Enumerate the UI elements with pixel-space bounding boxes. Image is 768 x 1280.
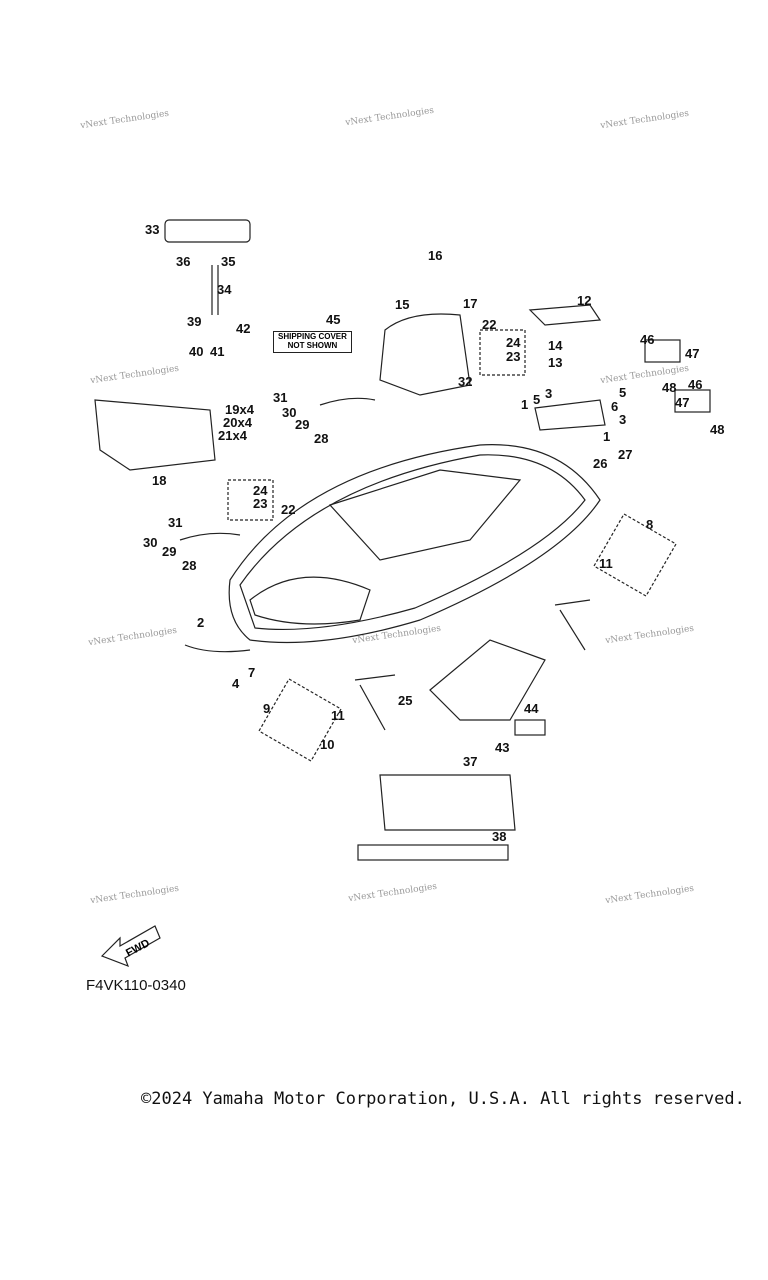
callout[interactable]: 16 <box>428 248 443 263</box>
callout[interactable]: 1 <box>603 429 611 444</box>
callout[interactable]: 5 <box>533 392 541 407</box>
callout[interactable]: 18 <box>152 473 167 488</box>
note-line: SHIPPING COVER <box>278 332 347 341</box>
callout[interactable]: 30 <box>143 535 158 550</box>
callout[interactable]: 14 <box>548 338 563 353</box>
callout[interactable]: 34 <box>217 282 232 297</box>
callout[interactable]: 22 <box>482 317 497 332</box>
callout[interactable]: 4 <box>232 676 240 691</box>
callout[interactable]: 5 <box>619 385 627 400</box>
callout[interactable]: 43 <box>495 740 510 755</box>
callout[interactable]: 44 <box>524 701 539 716</box>
callout[interactable]: 29 <box>162 544 177 559</box>
callout[interactable]: 29 <box>295 417 310 432</box>
callout[interactable]: 31 <box>273 390 288 405</box>
callout[interactable]: 15 <box>395 297 410 312</box>
callout[interactable]: 46 <box>688 377 703 392</box>
note-line: NOT SHOWN <box>287 340 338 350</box>
callout[interactable]: 11 <box>331 708 345 723</box>
copyright: ©2024 Yamaha Motor Corporation, U.S.A. A… <box>141 1089 745 1109</box>
callout[interactable]: 23 <box>506 349 521 364</box>
callout[interactable]: 28 <box>182 558 197 573</box>
callout[interactable]: 30 <box>282 405 297 420</box>
callout[interactable]: 25 <box>398 693 413 708</box>
callout[interactable]: 12 <box>577 293 592 308</box>
callout[interactable]: 11 <box>599 556 613 571</box>
callout[interactable]: 8 <box>646 517 654 532</box>
callout[interactable]: 19x4 <box>225 402 254 417</box>
callout[interactable]: 37 <box>463 754 478 769</box>
callout[interactable]: 23 <box>253 496 268 511</box>
callout[interactable]: 3 <box>545 386 553 401</box>
callout[interactable]: 2 <box>197 615 205 630</box>
callout[interactable]: 6 <box>611 399 619 414</box>
callout[interactable]: 42 <box>236 321 251 336</box>
callout[interactable]: 1 <box>521 397 529 412</box>
callout[interactable]: 40 <box>189 344 204 359</box>
callout[interactable]: 48 <box>710 422 725 437</box>
callout[interactable]: 35 <box>221 254 236 269</box>
callout[interactable]: 22 <box>281 502 296 517</box>
callout[interactable]: 38 <box>492 829 507 844</box>
callout[interactable]: 45 <box>326 312 341 327</box>
callout[interactable]: 13 <box>548 355 563 370</box>
shipping-cover-note: SHIPPING COVER NOT SHOWN <box>273 331 352 353</box>
callout[interactable]: 17 <box>463 296 478 311</box>
callout[interactable]: 27 <box>618 447 633 462</box>
diagram-code: F4VK110-0340 <box>86 977 186 994</box>
callout[interactable]: 24 <box>506 335 521 350</box>
callout[interactable]: 28 <box>314 431 329 446</box>
callout[interactable]: 3 <box>619 412 627 427</box>
callout[interactable]: 46 <box>640 332 655 347</box>
callout[interactable]: 33 <box>145 222 160 237</box>
callout[interactable]: 31 <box>168 515 183 530</box>
callout[interactable]: 26 <box>593 456 608 471</box>
callout[interactable]: 20x4 <box>223 415 252 430</box>
callout[interactable]: 10 <box>320 737 335 752</box>
callout[interactable]: 39 <box>187 314 202 329</box>
callout[interactable]: 47 <box>675 395 690 410</box>
callout[interactable]: 48 <box>662 380 677 395</box>
callout[interactable]: 9 <box>263 701 271 716</box>
callout[interactable]: 47 <box>685 346 700 361</box>
callout[interactable]: 32 <box>458 374 473 389</box>
callout[interactable]: 41 <box>210 344 225 359</box>
callout[interactable]: 36 <box>176 254 191 269</box>
fwd-arrow-icon: FWD <box>100 918 170 973</box>
callout[interactable]: 7 <box>248 665 256 680</box>
callout[interactable]: 21x4 <box>218 428 247 443</box>
fwd-label: FWD <box>124 937 152 959</box>
callout[interactable]: 24 <box>253 483 268 498</box>
